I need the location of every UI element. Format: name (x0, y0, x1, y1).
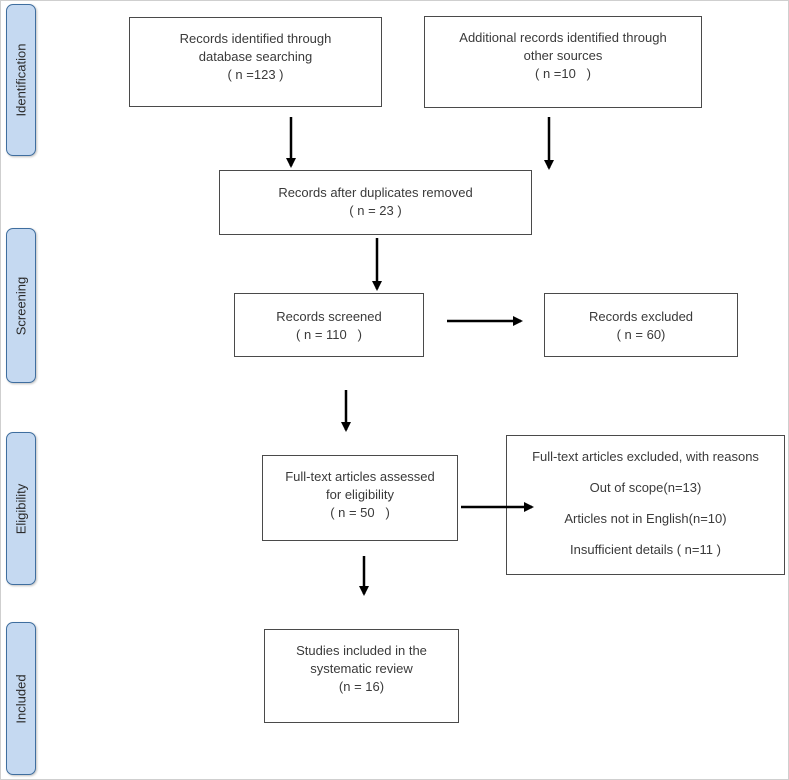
box-additional-line2: other sources (523, 48, 603, 63)
box-fulltext-assessed: Full-text articles assessed for eligibil… (262, 455, 458, 541)
box-additional-line1: Additional records identified through (459, 30, 667, 45)
box-screened-count: ( n = 110 ) (296, 327, 362, 342)
box-fulltext-excluded-title: Full-text articles excluded, with reason… (532, 449, 759, 464)
box-excluded-line1: Records excluded (588, 309, 694, 324)
box-records-screened: Records screened ( n = 110 ) (234, 293, 424, 357)
exclusion-reason-details: Insufficient details ( n=11 ) (570, 542, 721, 557)
box-fulltext-line2: for eligibility (326, 487, 394, 502)
box-included-count: (n = 16) (338, 679, 385, 694)
phase-identification: Identification (6, 4, 36, 156)
exclusion-reason-scope: Out of scope(n=13) (589, 480, 702, 495)
box-fulltext-line1: Full-text articles assessed (285, 469, 435, 484)
box-included-line2: systematic review (310, 661, 413, 676)
box-duplicates-count: ( n = 23 ) (349, 203, 402, 218)
box-additional-records: Additional records identified through ot… (424, 16, 702, 108)
box-database-line2: database searching (198, 49, 313, 64)
box-additional-count: ( n =10 ) (535, 66, 591, 81)
exclusion-reason-language: Articles not in English(n=10) (564, 511, 727, 526)
box-database-line1: Records identified through (179, 31, 332, 46)
box-duplicates-line1: Records after duplicates removed (278, 185, 473, 200)
box-studies-included: Studies included in the systematic revie… (264, 629, 459, 723)
box-database-records: Records identified through database sear… (129, 17, 382, 107)
box-fulltext-excluded: Full-text articles excluded, with reason… (506, 435, 785, 575)
box-screened-line1: Records screened (276, 309, 382, 324)
box-included-line1: Studies included in the (296, 643, 427, 658)
box-excluded-count: ( n = 60) (616, 327, 666, 342)
box-database-count: ( n =123 ) (227, 67, 284, 82)
box-duplicates-removed: Records after duplicates removed ( n = 2… (219, 170, 532, 235)
phase-included: Included (6, 622, 36, 775)
phase-eligibility: Eligibility (6, 432, 36, 585)
box-fulltext-count: ( n = 50 ) (330, 505, 390, 520)
box-records-excluded: Records excluded ( n = 60) (544, 293, 738, 357)
phase-screening: Screening (6, 228, 36, 383)
